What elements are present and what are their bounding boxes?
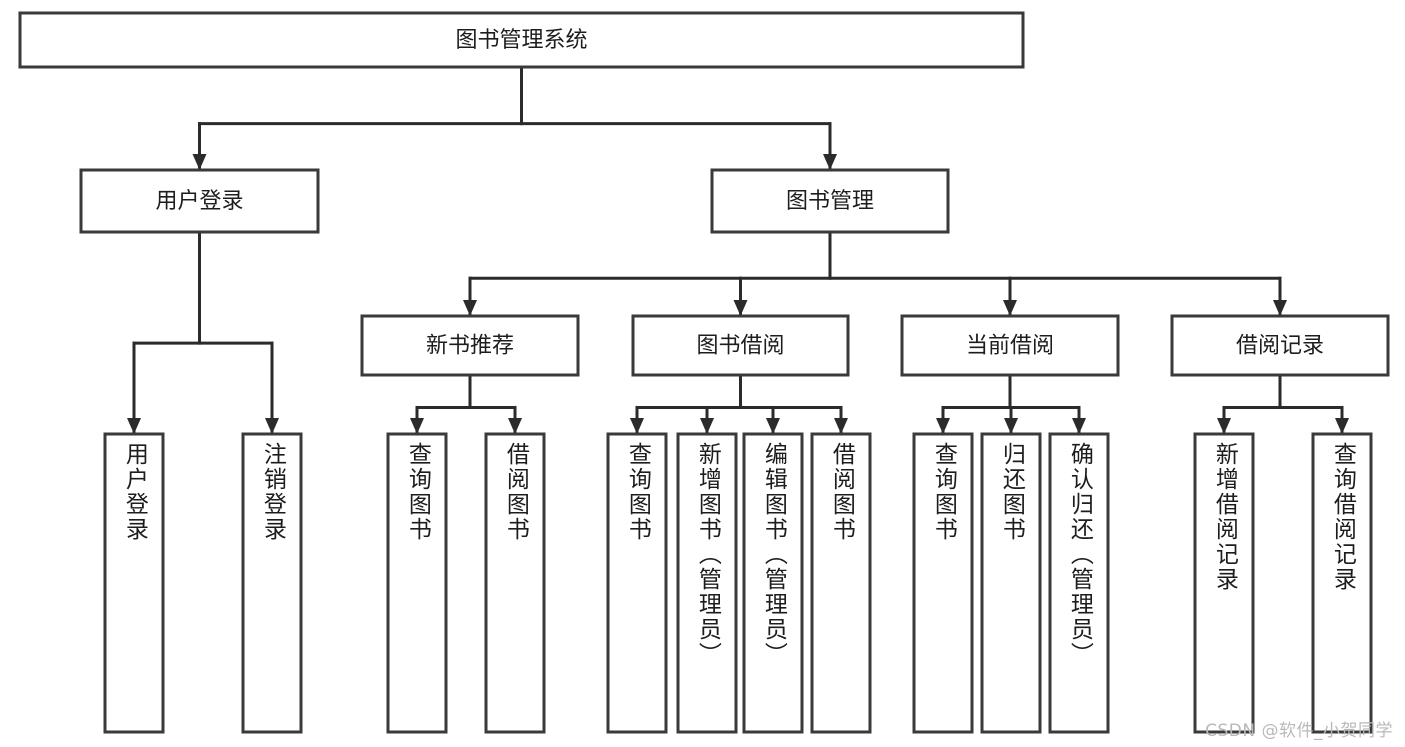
node-borrow-record[interactable]: 借阅记录 [1170,314,1390,377]
node-book-manage[interactable]: 图书管理 [710,168,950,234]
arrow-head-book-manage [823,154,837,170]
node-label-root: 图书管理系统 [455,28,587,53]
arrow-head-new-book-rec [463,300,477,316]
arrow-head-leaf-borrow-book-1 [508,418,522,434]
edge-group-borrow-record [1217,373,1349,436]
arrow-head-leaf-add-record [1217,418,1231,434]
arrow-head-leaf-query-book-2 [630,418,644,434]
edges-layer [127,65,1349,436]
arrow-head-leaf-edit-book [766,418,780,434]
node-box-leaf-query-book-2 [606,432,668,734]
node-box-new-book-rec [360,314,580,377]
node-label-book-manage: 图书管理 [786,189,874,214]
arrow-head-current-borrow [1003,300,1017,316]
node-leaf-query-book-3[interactable] [912,432,974,734]
node-leaf-edit-book[interactable] [742,432,804,734]
node-leaf-user-login[interactable] [103,432,165,734]
node-box-leaf-query-book-3 [912,432,974,734]
arrow-head-borrow-record [1273,300,1287,316]
edge-group-new-book-rec [410,373,522,436]
node-label-borrow-record: 借阅记录 [1236,334,1324,359]
edge-group-user-login [127,230,279,436]
watermark-credit: CSDN @软件_小贺同学 [1205,721,1393,741]
node-label-user-login: 用户登录 [155,189,243,214]
node-box-book-borrow [631,314,850,377]
node-leaf-logout[interactable] [241,432,303,734]
node-box-leaf-user-login [103,432,165,734]
node-box-leaf-query-record [1311,432,1373,734]
node-box-leaf-edit-book [742,432,804,734]
node-box-leaf-query-book-1 [386,432,448,734]
node-leaf-borrow-book-1[interactable] [484,432,546,734]
arrow-head-user-login [192,154,207,170]
node-leaf-query-book-1[interactable] [386,432,448,734]
node-box-leaf-return-book [980,432,1042,734]
arrow-head-leaf-add-book [700,418,714,434]
node-root[interactable]: 图书管理系统 [18,11,1025,69]
node-current-borrow[interactable]: 当前借阅 [900,314,1120,377]
node-box-borrow-record [1170,314,1390,377]
node-box-user-login [79,168,320,234]
node-label-book-borrow: 图书借阅 [696,334,784,359]
edge-group-book-manage [463,230,1287,318]
arrow-head-leaf-logout [265,418,279,434]
edge-group-root [192,65,837,172]
node-leaf-add-book[interactable] [676,432,738,734]
arrow-head-book-borrow [733,300,748,316]
arrow-head-leaf-return-book [1004,418,1018,434]
node-box-leaf-add-record [1193,432,1255,734]
node-user-login[interactable]: 用户登录 [79,168,320,234]
arrow-head-leaf-confirm-return [1072,418,1086,434]
arrow-head-leaf-user-login [127,418,141,434]
node-box-current-borrow [900,314,1120,377]
node-leaf-query-book-2[interactable] [606,432,668,734]
node-box-leaf-confirm-return [1048,432,1110,734]
arrow-head-leaf-borrow-book-2 [834,418,848,434]
node-leaf-return-book[interactable] [980,432,1042,734]
node-leaf-query-record[interactable] [1311,432,1373,734]
edge-group-current-borrow [936,373,1086,436]
arrow-head-leaf-query-record [1335,418,1349,434]
node-leaf-add-record[interactable] [1193,432,1255,734]
node-label-new-book-rec: 新书推荐 [426,334,514,359]
node-new-book-rec[interactable]: 新书推荐 [360,314,580,377]
arrow-head-leaf-query-book-1 [410,418,424,434]
node-book-borrow[interactable]: 图书借阅 [631,314,850,377]
node-leaf-borrow-book-2[interactable] [810,432,872,734]
node-label-current-borrow: 当前借阅 [966,334,1054,359]
arrow-head-leaf-query-book-3 [936,418,950,434]
node-box-leaf-borrow-book-2 [810,432,872,734]
edge-group-book-borrow [630,373,848,436]
node-box-book-manage [710,168,950,234]
node-box-leaf-borrow-book-1 [484,432,546,734]
node-box-leaf-logout [241,432,303,734]
node-leaf-confirm-return[interactable] [1048,432,1110,734]
node-box-leaf-add-book [676,432,738,734]
node-box-root [18,11,1025,69]
